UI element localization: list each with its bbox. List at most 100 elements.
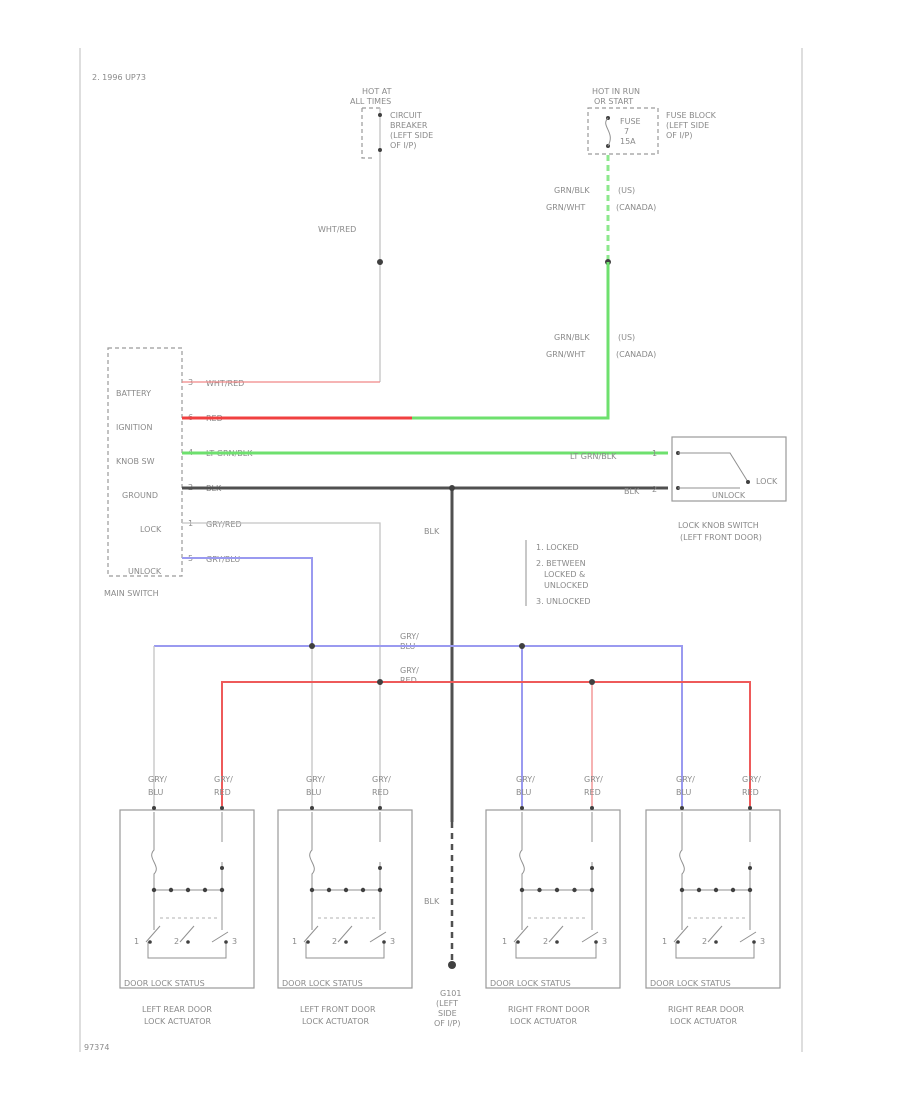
ground-bus-label-lower: BLK bbox=[424, 897, 440, 906]
left-rear-switch-contacts bbox=[145, 925, 229, 943]
wire-label-lock: GRY/RED bbox=[206, 520, 242, 529]
hot-in-run-label: HOT IN RUN bbox=[592, 87, 640, 96]
left-rear-title-2: LOCK ACTUATOR bbox=[144, 1017, 212, 1026]
left-rear-wire-b-label-2: RED bbox=[214, 788, 231, 797]
right-front-pos-2: 2 bbox=[543, 937, 548, 946]
right-rear-status-label: DOOR LOCK STATUS bbox=[650, 979, 731, 988]
left-rear-bus-dot bbox=[151, 887, 157, 893]
left-rear-pos-3: 3 bbox=[232, 937, 237, 946]
knob-title-1: LOCK KNOB SWITCH bbox=[678, 521, 759, 530]
left-front-wire-a-label-2: BLU bbox=[306, 788, 322, 797]
left-rear-bus-dot bbox=[202, 887, 208, 893]
knob-lock-terminal bbox=[746, 480, 750, 484]
right-front-status-label: DOOR LOCK STATUS bbox=[490, 979, 571, 988]
canada-top-label: (CANADA) bbox=[616, 203, 656, 212]
knob-pin-bottom: 2 bbox=[652, 485, 657, 494]
knob-switch-contact bbox=[678, 452, 749, 483]
left-front-bus-dot bbox=[326, 887, 332, 893]
left-front-terminal-b bbox=[378, 806, 382, 810]
red-bus-label-2: RED bbox=[400, 676, 417, 685]
ground-point bbox=[448, 961, 456, 969]
figure-id: 97374 bbox=[84, 1043, 109, 1052]
left-front-pos-3: 3 bbox=[390, 937, 395, 946]
left-rear-terminal-b bbox=[220, 806, 224, 810]
legend-item-2-line-2: LOCKED & bbox=[544, 570, 585, 579]
right-rear-wire-b-label-2: RED bbox=[742, 788, 759, 797]
wht-red-wire-label: WHT/RED bbox=[318, 225, 356, 234]
right-front-wire-a-label-1: GRY/ bbox=[516, 775, 535, 784]
fuse-block-label-1: FUSE BLOCK bbox=[666, 111, 717, 120]
right-front-switch-return bbox=[515, 942, 597, 959]
right-rear-terminal-b bbox=[748, 806, 752, 810]
model-note: 2. 1996 UP73 bbox=[92, 73, 146, 82]
right-front-bus-dot bbox=[554, 887, 560, 893]
circuit-breaker-outline bbox=[361, 107, 380, 159]
pin-name-battery: BATTERY bbox=[116, 389, 151, 398]
pin-name-ignition: IGNITION bbox=[116, 423, 152, 432]
blue-bus-right-wire bbox=[312, 645, 683, 806]
knob-wire-top-label: LT GRN/BLK bbox=[570, 452, 617, 461]
unlock-wire bbox=[182, 557, 313, 646]
left-rear-bus-dot bbox=[168, 887, 174, 893]
right-rear-pos-3: 3 bbox=[760, 937, 765, 946]
right-front-bus-dot bbox=[572, 887, 577, 893]
fuse-block-label-3: OF I/P) bbox=[666, 131, 692, 140]
ground-label-4: OF I/P) bbox=[434, 1019, 460, 1028]
fuse-label-1: FUSE bbox=[620, 117, 641, 126]
right-rear-title-1: RIGHT REAR DOOR bbox=[668, 1005, 745, 1014]
pin-name-knob-sw: KNOB SW bbox=[116, 457, 155, 466]
left-rear-contact-dot-1 bbox=[148, 940, 152, 944]
knob-title-2: (LEFT FRONT DOOR) bbox=[680, 533, 762, 542]
right-rear-bus-dot bbox=[713, 887, 719, 893]
breaker-label-1: CIRCUIT bbox=[390, 111, 422, 120]
right-rear-bus-dot bbox=[747, 887, 753, 893]
left-rear-motor-terminal bbox=[220, 866, 224, 870]
right-front-title-1: RIGHT FRONT DOOR bbox=[508, 1005, 590, 1014]
blue-splice-left bbox=[309, 643, 315, 649]
right-rear-contact-dot-1 bbox=[676, 940, 680, 944]
pin-name-ground: GROUND bbox=[122, 491, 158, 500]
left-front-contact-dot-3 bbox=[382, 940, 386, 944]
left-front-inner-wire-a bbox=[309, 812, 315, 930]
right-front-contact-dot-3 bbox=[594, 940, 598, 944]
left-front-title-2: LOCK ACTUATOR bbox=[302, 1017, 370, 1026]
left-front-bus-dot bbox=[377, 887, 383, 893]
left-front-terminal-a bbox=[310, 806, 314, 810]
left-rear-switch-return bbox=[147, 942, 227, 959]
grn-wht-mid-label: GRN/WHT bbox=[546, 350, 585, 359]
or-start-label: OR START bbox=[594, 97, 633, 106]
right-rear-wire-b-label-1: GRY/ bbox=[742, 775, 761, 784]
fuse-label-3: 15A bbox=[620, 137, 636, 146]
left-rear-bus-dot bbox=[219, 887, 225, 893]
right-front-bus-dot bbox=[519, 887, 525, 893]
left-front-switch-contacts bbox=[303, 925, 387, 943]
right-rear-switch-contacts bbox=[673, 925, 757, 943]
fuse-source: HOT IN RUN OR START FUSE 7 15A FUSE BLOC… bbox=[546, 87, 717, 359]
hot-at-label: HOT AT bbox=[362, 87, 392, 96]
left-front-motor-terminal bbox=[378, 866, 382, 870]
left-rear-contact-dot-3 bbox=[224, 940, 228, 944]
breaker-terminal-top bbox=[378, 113, 382, 117]
canada-mid-label: (CANADA) bbox=[616, 350, 656, 359]
fuse-element bbox=[605, 117, 611, 147]
left-rear-actuator-box bbox=[119, 809, 255, 989]
wire-label-unlock: GRY/BLU bbox=[206, 555, 240, 564]
right-front-actuator-box bbox=[485, 809, 621, 989]
breaker-terminal-bottom bbox=[378, 148, 382, 152]
right-rear-wire-a-label-1: GRY/ bbox=[676, 775, 695, 784]
red-splice-left bbox=[377, 679, 383, 685]
breaker-label-2: BREAKER bbox=[390, 121, 428, 130]
grn-ignition-wire bbox=[412, 262, 610, 420]
left-front-wire-b-label-1: GRY/ bbox=[372, 775, 391, 784]
left-front-wire-a-label-1: GRY/ bbox=[306, 775, 325, 784]
right-front-bus-dot bbox=[537, 887, 542, 893]
us-mid-label: (US) bbox=[618, 333, 635, 342]
blue-splice-right bbox=[519, 643, 525, 649]
left-front-switch-return bbox=[305, 942, 385, 959]
grn-wht-top-label: GRN/WHT bbox=[546, 203, 585, 212]
right-rear-wire-a-label-2: BLU bbox=[676, 788, 692, 797]
